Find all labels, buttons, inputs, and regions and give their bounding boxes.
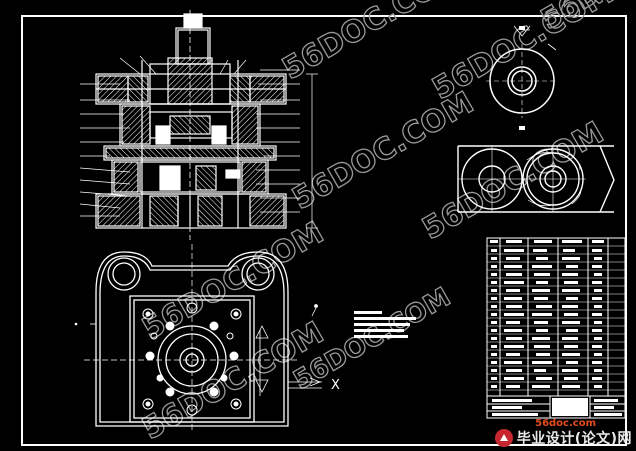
part-ring-view: [486, 25, 558, 130]
drawing-frame: [21, 15, 627, 446]
brand-label: 毕业设计(论文)网: [516, 431, 632, 447]
brand-logo-icon: [494, 429, 513, 447]
die-plan-view: [84, 244, 322, 432]
strip-layout-view: [457, 145, 615, 213]
axis-label-x: X: [331, 378, 340, 393]
site-branding: 毕业设计(论文)网: [494, 427, 632, 449]
bill-of-materials: [486, 237, 626, 419]
technical-notes: [354, 311, 416, 338]
site-url: 56doc.com: [535, 418, 596, 429]
die-section-view: [79, 10, 318, 240]
tick-mark: [74, 322, 78, 326]
bom-cell-marks: [490, 240, 622, 416]
